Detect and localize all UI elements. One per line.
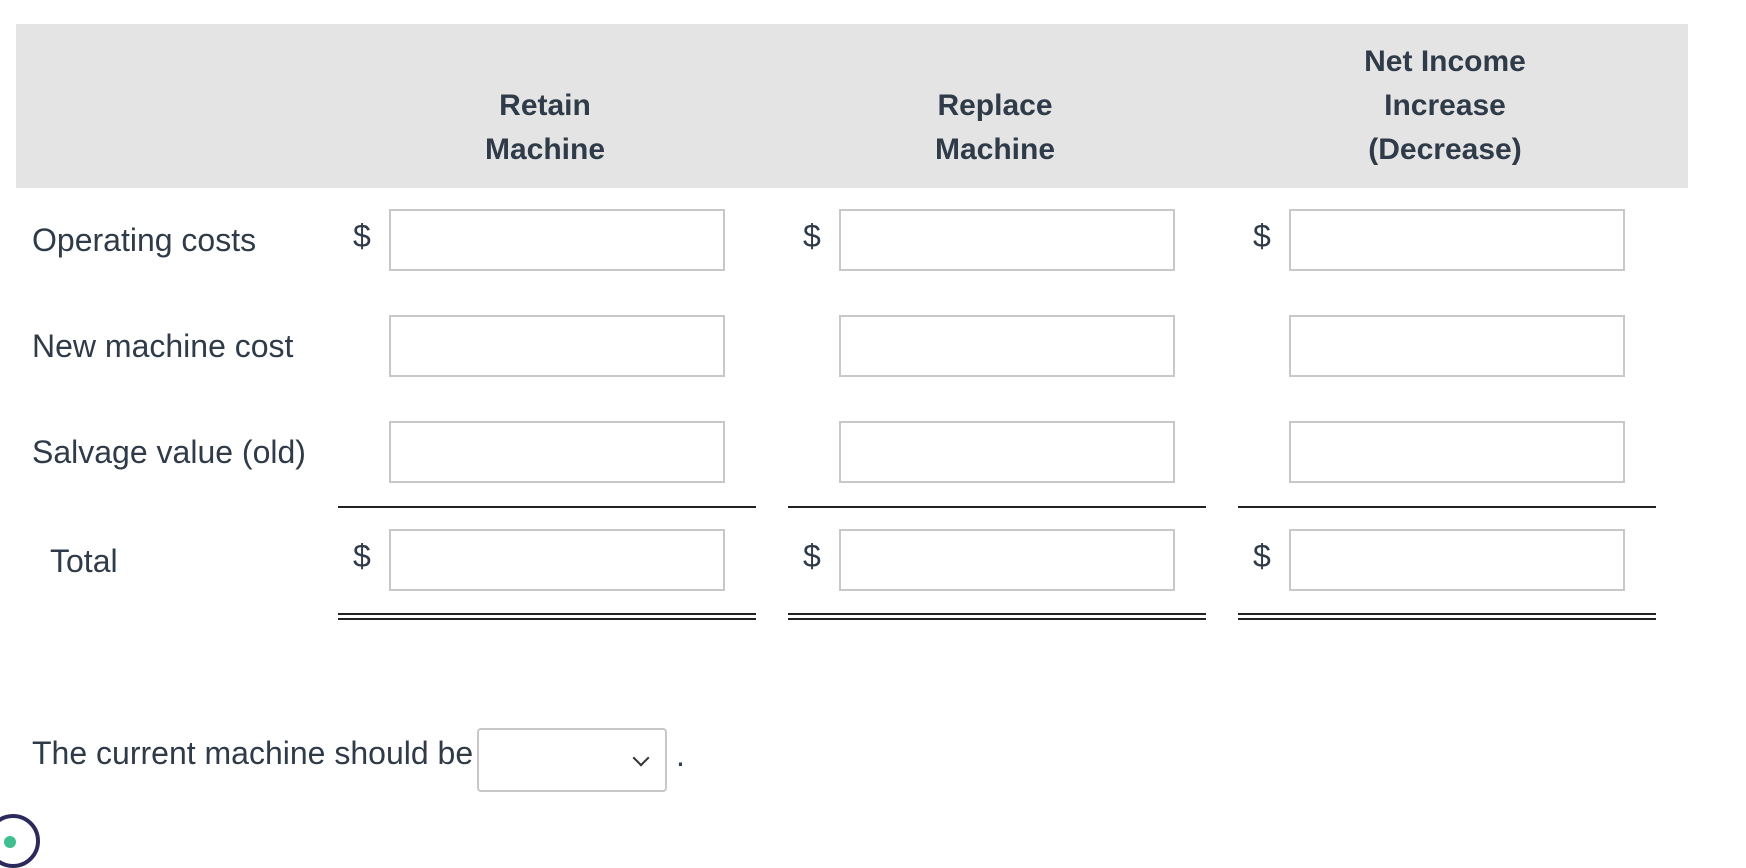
column-header-line: Net Income (1364, 45, 1526, 78)
chevron-down-icon (632, 749, 650, 767)
operating-costs-replace-input[interactable] (839, 209, 1175, 271)
column-header-retain: Retain Machine (395, 84, 695, 172)
operating-costs-retain-input[interactable] (389, 209, 725, 271)
column-header-line: Increase (1384, 89, 1506, 122)
subtotal-rule (788, 506, 1206, 508)
row-label-total: Total (50, 543, 118, 579)
total-double-rule (788, 613, 1206, 620)
column-header-line: Retain (499, 89, 591, 122)
new-machine-cost-retain-input[interactable] (389, 315, 725, 377)
new-machine-cost-net-input[interactable] (1289, 315, 1625, 377)
subtotal-rule (338, 506, 756, 508)
column-header-line: Replace (937, 89, 1053, 122)
row-label-salvage-value: Salvage value (old) (32, 434, 306, 470)
conclusion-select[interactable] (477, 728, 667, 792)
sentence-period: . (676, 737, 685, 773)
dollar-sign: $ (803, 218, 821, 254)
column-header-line: Machine (484, 133, 606, 166)
salvage-value-replace-input[interactable] (839, 421, 1175, 483)
column-header-line: (Decrease) (1368, 133, 1522, 166)
dollar-sign: $ (803, 538, 821, 574)
total-replace-input[interactable] (839, 529, 1175, 591)
column-header-replace: Replace Machine (845, 84, 1145, 172)
salvage-value-net-input[interactable] (1289, 421, 1625, 483)
dollar-sign: $ (353, 218, 371, 254)
dollar-sign: $ (1253, 538, 1271, 574)
table-header (16, 24, 1688, 188)
dollar-sign: $ (1253, 218, 1271, 254)
operating-costs-net-input[interactable] (1289, 209, 1625, 271)
total-double-rule (1238, 613, 1656, 620)
salvage-value-retain-input[interactable] (389, 421, 725, 483)
row-label-new-machine-cost: New machine cost (32, 328, 294, 364)
column-header-line: Machine (934, 133, 1056, 166)
total-double-rule (338, 613, 756, 620)
dollar-sign: $ (353, 538, 371, 574)
new-machine-cost-replace-input[interactable] (839, 315, 1175, 377)
total-net-input[interactable] (1289, 529, 1625, 591)
column-header-net-income: Net Income Increase (Decrease) (1295, 40, 1595, 172)
conclusion-text: The current machine should be (32, 735, 474, 771)
total-retain-input[interactable] (389, 529, 725, 591)
subtotal-rule (1238, 506, 1656, 508)
status-dot-icon (4, 836, 16, 848)
row-label-operating-costs: Operating costs (32, 222, 257, 258)
